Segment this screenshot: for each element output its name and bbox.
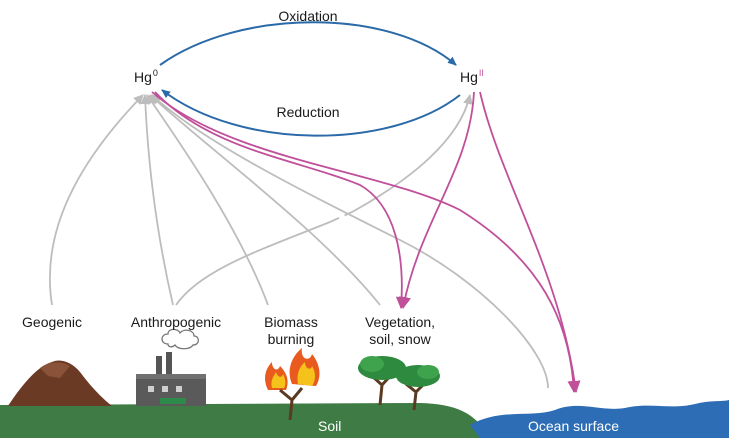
- geogenic-label: Geogenic: [22, 314, 82, 330]
- vegetation-emission-arrow: [149, 94, 381, 306]
- hg2-to-ocean-arrow: [479, 91, 581, 393]
- smoke-icon: [161, 328, 200, 350]
- anthropogenic-label: Anthropogenic: [130, 314, 222, 330]
- hg0-to-vegetation-arrow: [154, 91, 408, 309]
- geogenic-emission-arrow: [48, 94, 144, 306]
- hg2-label: HgII: [460, 68, 484, 85]
- burning-tree-icon: [279, 387, 304, 421]
- hg2-to-vegetation-arrow: [399, 91, 475, 309]
- anthropogenic-to-hg2-arrow: [175, 221, 331, 306]
- soil-ground: [0, 403, 490, 438]
- fire-icon: [265, 348, 320, 390]
- hg0-label: Hg0: [134, 68, 158, 85]
- oxidation-arrow: [159, 21, 457, 66]
- oxidation-label: Oxidation: [278, 8, 338, 24]
- vegetation-trees-icon: [358, 356, 440, 411]
- reduction-label: Reduction: [276, 104, 340, 120]
- ocean-emission-arrow: [151, 94, 549, 389]
- reduction-arrow: [161, 89, 461, 137]
- biomass-burning-label: Biomass burning: [264, 314, 318, 347]
- factory-icon: [136, 352, 206, 406]
- vegetation-soil-snow-label: Vegetation, soil, snow: [364, 314, 436, 347]
- hg0-to-ocean-arrow: [151, 91, 580, 393]
- emission-arrows: [48, 94, 549, 389]
- ocean-surface-label: Ocean surface: [528, 418, 620, 434]
- biomass-emission-arrow: [146, 94, 269, 306]
- anthropogenic-emission-arrow: [140, 94, 174, 306]
- mountain-icon: [8, 360, 112, 406]
- ocean-surface: [470, 400, 729, 438]
- deposition-arrows: [151, 91, 581, 393]
- soil-label: Soil: [318, 418, 342, 434]
